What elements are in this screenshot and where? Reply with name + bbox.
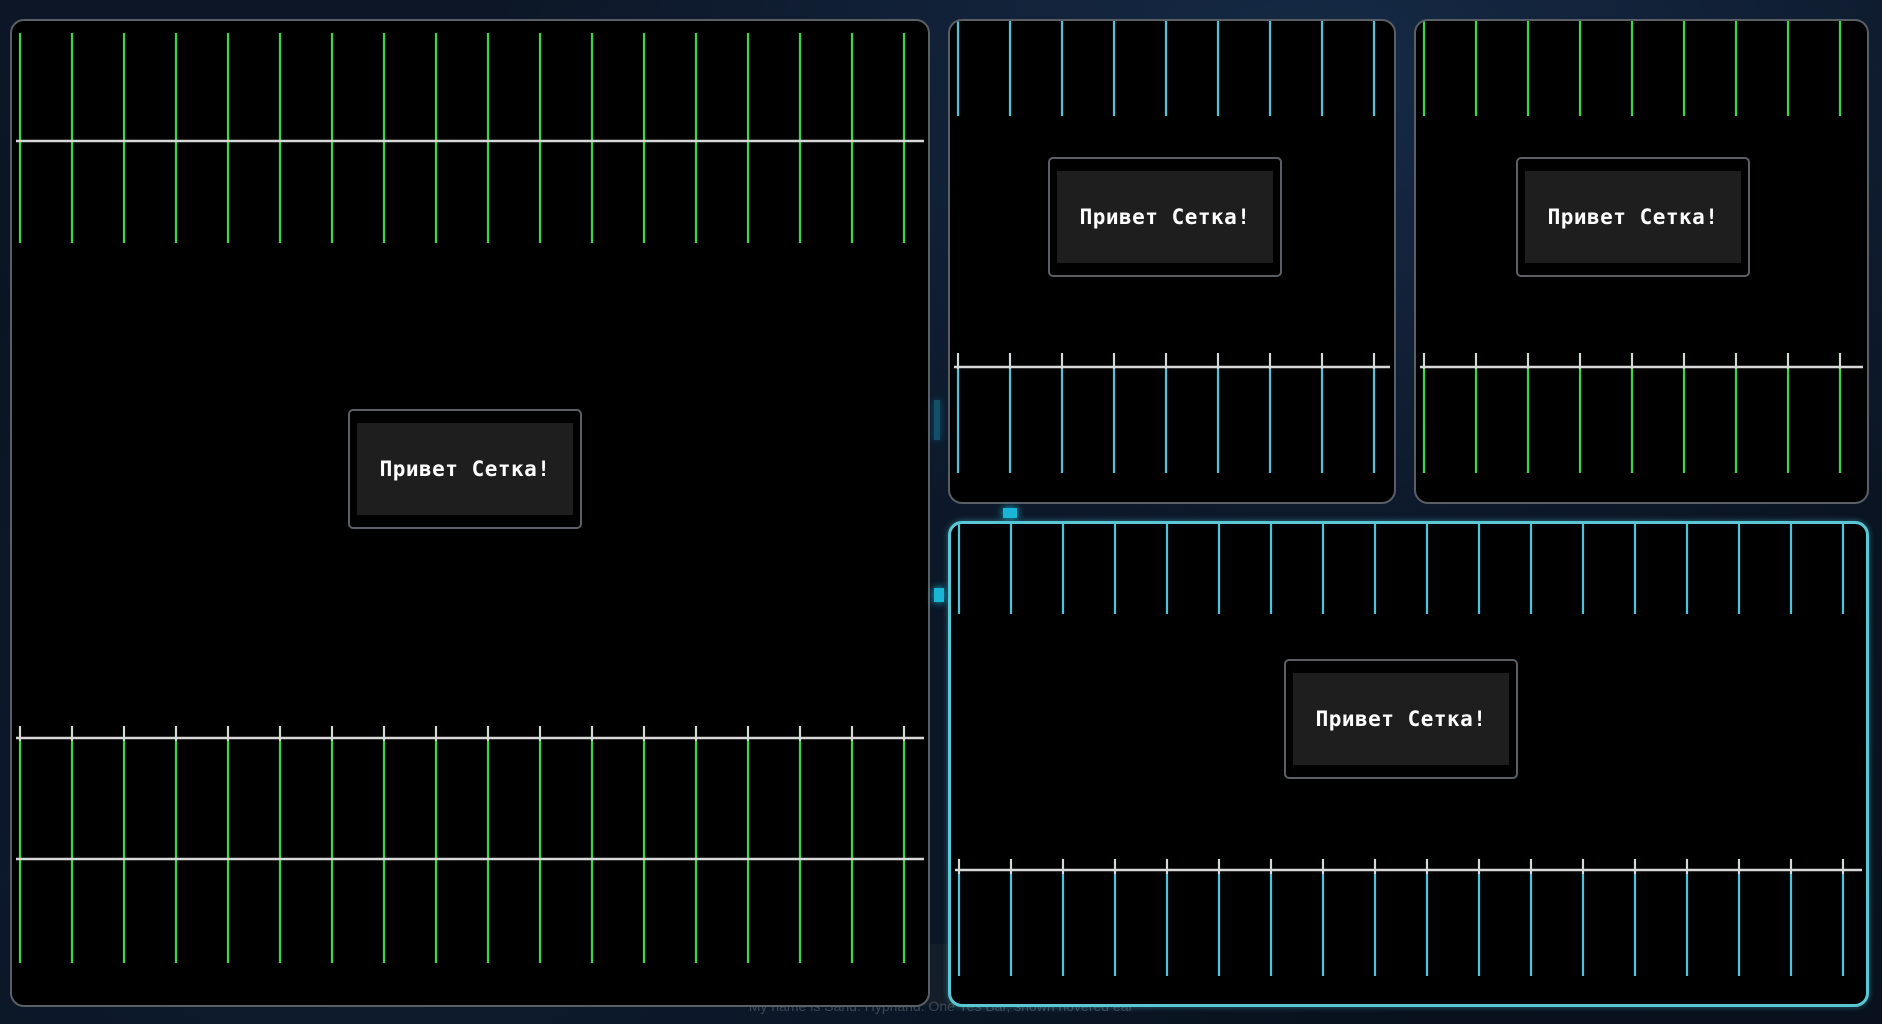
terminal-window-bottom-right-active[interactable]: Привет Сетка! [948,521,1869,1007]
hello-grid-button[interactable]: Привет Сетка! [348,409,582,529]
resize-handle-marker[interactable] [934,588,944,602]
grid-canvas [16,33,924,963]
resize-handle-marker[interactable] [934,400,940,440]
hello-grid-button[interactable]: Привет Сетка! [1516,157,1750,277]
grid-canvas [955,524,1862,976]
hello-grid-button-label: Привет Сетка! [1057,171,1273,263]
hello-grid-button-label: Привет Сетка! [1293,673,1509,765]
hello-grid-button[interactable]: Привет Сетка! [1048,157,1282,277]
hello-grid-button[interactable]: Привет Сетка! [1284,659,1518,779]
terminal-window-top-middle[interactable]: Привет Сетка! [948,19,1396,504]
terminal-window-left[interactable]: Привет Сетка! [10,19,930,1007]
grid-canvas [954,21,1390,473]
resize-handle-marker[interactable] [1003,508,1017,518]
terminal-window-top-right[interactable]: Привет Сетка! [1414,19,1869,504]
grid-canvas [1420,21,1863,473]
hello-grid-button-label: Привет Сетка! [357,423,573,515]
hello-grid-button-label: Привет Сетка! [1525,171,1741,263]
